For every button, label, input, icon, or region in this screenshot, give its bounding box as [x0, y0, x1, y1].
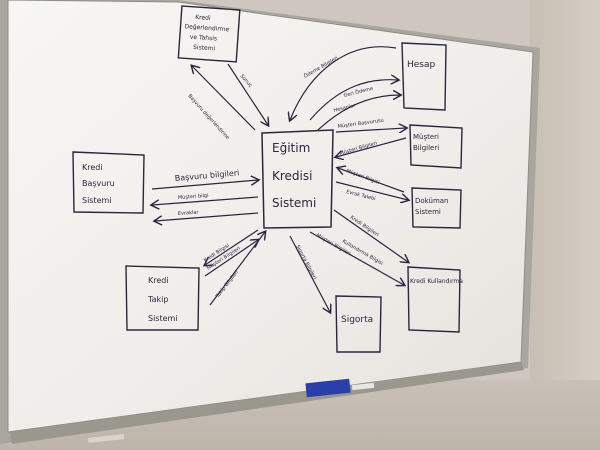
- svg-text:ve Tahsis: ve Tahsis: [190, 34, 218, 43]
- svg-text:Takip: Takip: [147, 295, 168, 304]
- box-dokuman: Doküman Sistemi: [411, 187, 462, 229]
- svg-text:Kredi: Kredi: [148, 276, 169, 285]
- svg-text:Bilgileri: Bilgileri: [413, 144, 439, 152]
- red-marker: [87, 434, 125, 443]
- box-basvuru: Kredi Başvuru Sistemi: [72, 151, 145, 214]
- center-box: Eğitim Kredisi Sistemi: [261, 129, 334, 229]
- svg-text:Müşteri: Müşteri: [413, 133, 439, 141]
- svg-text:Sistemi: Sistemi: [193, 44, 216, 53]
- svg-text:Değerlendirme: Değerlendirme: [184, 23, 229, 33]
- box-musteri: Müşteri Bilgileri: [409, 124, 463, 169]
- svg-text:Sistemi: Sistemi: [82, 196, 112, 205]
- svg-text:Kredi Kullandırma: Kredi Kullandırma: [410, 278, 463, 285]
- arrows: [152, 46, 408, 312]
- svg-text:Müşteri bilgi: Müşteri bilgi: [178, 193, 209, 201]
- marker-tray: [10, 362, 524, 444]
- svg-text:Hesap: Hesap: [407, 60, 436, 70]
- center-line2: Kredisi: [272, 169, 312, 183]
- svg-text:Kredi: Kredi: [195, 14, 211, 22]
- svg-text:Sigorta: Sigorta: [341, 315, 373, 325]
- box-degerlendirme: Kredi Değerlendirme ve Tahsis Sistemi: [177, 5, 241, 63]
- box-hesap: Hesap: [401, 42, 447, 111]
- svg-text:Evraklar: Evraklar: [178, 210, 200, 217]
- svg-text:Sistemi: Sistemi: [148, 314, 178, 323]
- center-line3: Sistemi: [272, 196, 316, 210]
- box-kullandirma: Kredi Kullandırma: [407, 266, 463, 333]
- box-takip: Kredi Takip Sistemi: [125, 265, 200, 331]
- marker: [351, 382, 375, 391]
- svg-text:Kredi: Kredi: [82, 163, 103, 172]
- box-sigorta: Sigorta: [335, 295, 382, 353]
- svg-text:Doküman: Doküman: [415, 197, 449, 205]
- svg-text:Başvuru: Başvuru: [82, 179, 115, 188]
- wall: [530, 0, 600, 450]
- whiteboard-surface: [7, 0, 534, 433]
- svg-text:Hesaplar: Hesaplar: [333, 103, 357, 114]
- blue-eraser: [305, 378, 351, 398]
- center-line1: Eğitim: [272, 141, 310, 155]
- svg-text:Sistemi: Sistemi: [415, 208, 441, 216]
